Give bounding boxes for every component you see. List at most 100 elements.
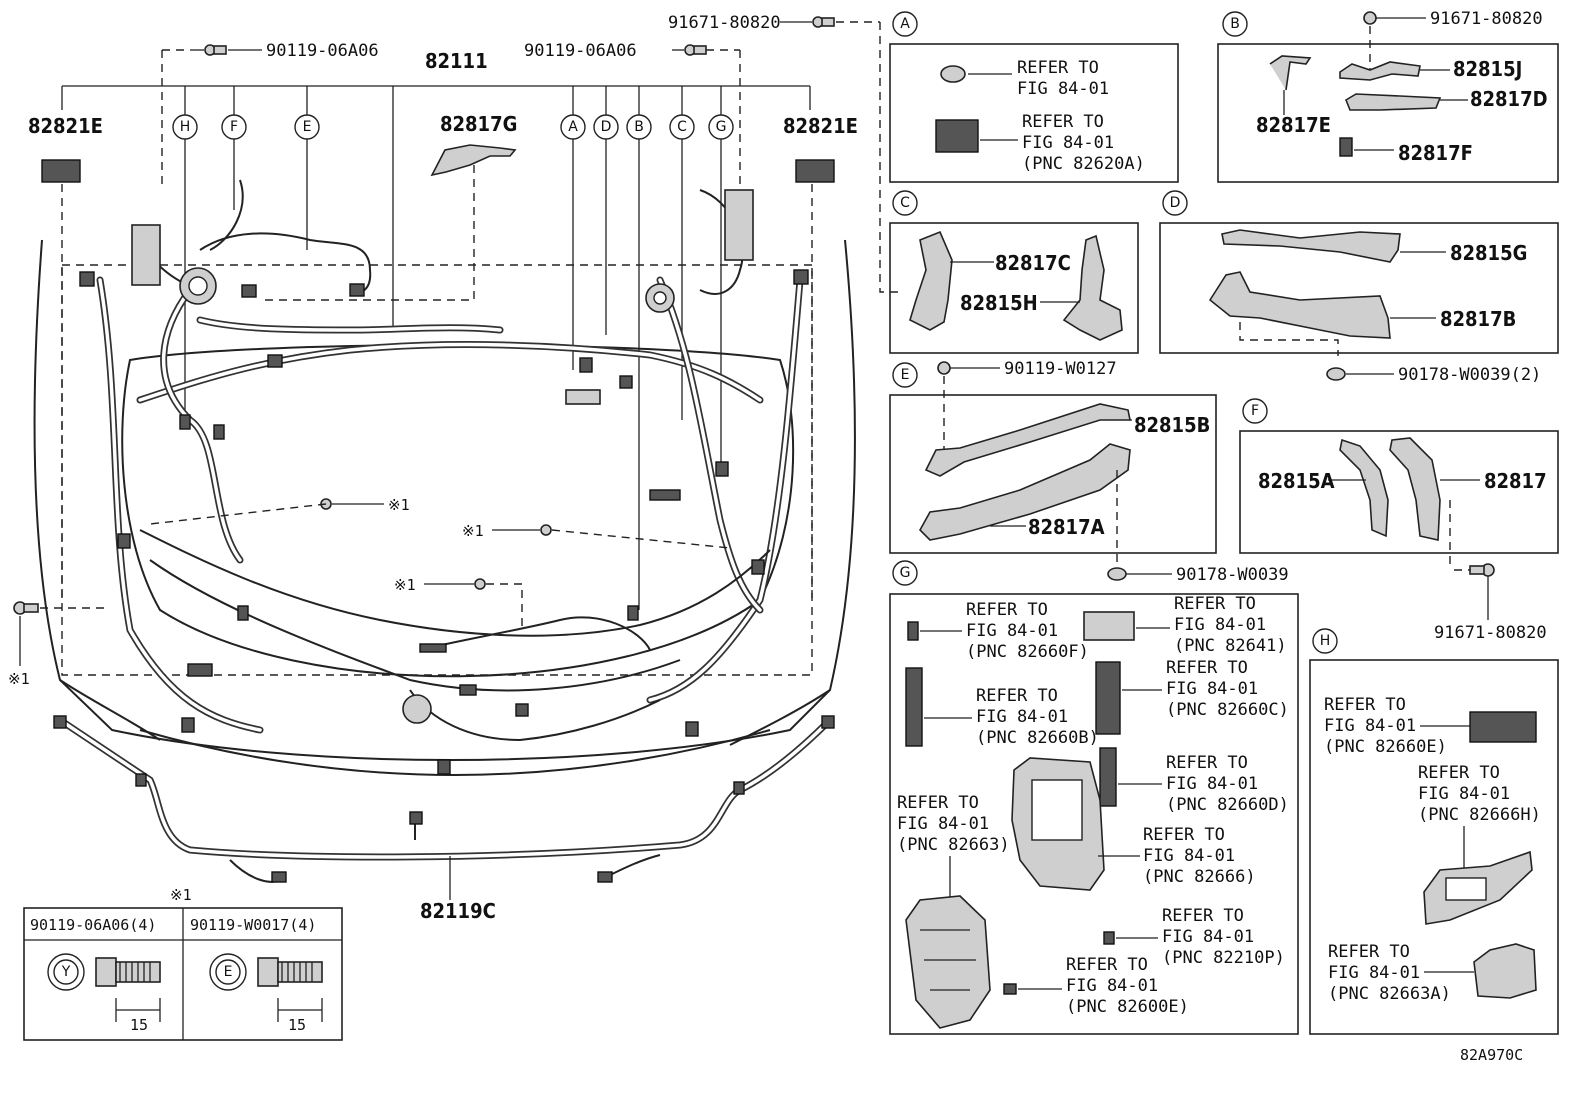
left-fuse-assembly	[131, 224, 217, 305]
figure-code: 82A970C	[1460, 1046, 1523, 1064]
svg-text:REFER TO: REFER TO	[1022, 112, 1104, 132]
svg-text:G: G	[900, 565, 911, 581]
callouts-right: A D B C G	[560, 86, 734, 610]
svg-text:B: B	[634, 119, 644, 135]
svg-text:C: C	[677, 119, 687, 135]
svg-text:82815J: 82815J	[1453, 57, 1522, 81]
table-col2-header: 90119-W0017(4)	[190, 916, 316, 934]
svg-text:82815H: 82815H	[960, 291, 1038, 315]
svg-text:REFER TO: REFER TO	[1017, 58, 1099, 78]
svg-text:90178-W0039(2): 90178-W0039(2)	[1398, 365, 1541, 385]
svg-text:(PNC 82666H): (PNC 82666H)	[1418, 805, 1541, 825]
body-outline	[33, 239, 856, 761]
svg-text:82817D: 82817D	[1470, 87, 1548, 111]
svg-text:REFER TO: REFER TO	[976, 686, 1058, 706]
svg-text:REFER TO: REFER TO	[966, 600, 1048, 620]
svg-text:91671-80820: 91671-80820	[1430, 9, 1543, 29]
svg-text:A: A	[900, 16, 910, 32]
svg-text:REFER TO: REFER TO	[1066, 955, 1148, 975]
panel-A: A REFER TO FIG 84-01 REFER TO FIG 84-01 …	[889, 11, 1179, 183]
svg-text:E: E	[901, 367, 910, 383]
fastener-label: 90119-06A06	[266, 41, 379, 61]
svg-text:82817A: 82817A	[1028, 515, 1105, 539]
bolt-e: E 15	[209, 953, 323, 1034]
svg-text:15: 15	[288, 1016, 306, 1034]
harness-front-label: 82119C	[420, 899, 496, 923]
svg-text:FIG 84-01: FIG 84-01	[897, 814, 989, 834]
svg-text:(PNC 82663A): (PNC 82663A)	[1328, 984, 1451, 1004]
svg-text:82817E: 82817E	[1256, 113, 1331, 137]
svg-text:(PNC 82660E): (PNC 82660E)	[1324, 737, 1447, 757]
svg-text:FIG 84-01: FIG 84-01	[1066, 976, 1158, 996]
svg-text:91671-80820: 91671-80820	[1434, 623, 1547, 643]
svg-text:FIG 84-01: FIG 84-01	[1328, 963, 1420, 983]
svg-text:90178-W0039: 90178-W0039	[1176, 565, 1289, 585]
front-harness-82119C: 82119C	[53, 715, 835, 923]
clip-left-icon	[41, 159, 81, 183]
svg-text:REFER TO: REFER TO	[1418, 763, 1500, 783]
table-col1-header: 90119-06A06(4)	[30, 916, 156, 934]
panel-D: D 82815G 82817B 90178-W0039(2)	[1159, 190, 1559, 385]
svg-text:15: 15	[130, 1016, 148, 1034]
svg-text:Y: Y	[61, 964, 71, 980]
svg-text:REFER TO: REFER TO	[1324, 695, 1406, 715]
svg-text:B: B	[1230, 16, 1240, 32]
bolt-mark-3: ※1	[394, 576, 523, 630]
svg-text:E: E	[224, 964, 233, 980]
harness-main-label: 82111	[425, 49, 488, 73]
svg-text:(PNC 82660F): (PNC 82660F)	[966, 642, 1089, 662]
svg-text:※1: ※1	[8, 670, 30, 688]
svg-text:(PNC 82660B): (PNC 82660B)	[976, 728, 1099, 748]
svg-text:82817B: 82817B	[1440, 307, 1516, 331]
svg-text:※1: ※1	[462, 522, 484, 540]
table-note-marker: ※1	[170, 886, 192, 904]
svg-text:A: A	[568, 119, 578, 135]
bolt-left-side: ※1	[8, 601, 110, 688]
svg-text:82815G: 82815G	[1450, 241, 1527, 265]
svg-text:FIG 84-01: FIG 84-01	[1162, 927, 1254, 947]
clip-right-label: 82821E	[783, 114, 858, 138]
main-harness-view: 91671-80820 90119-06A06 90119-06A06 8211…	[8, 13, 900, 923]
svg-text:(PNC 82666): (PNC 82666)	[1143, 867, 1256, 887]
svg-text:FIG 84-01: FIG 84-01	[1174, 615, 1266, 635]
svg-text:※1: ※1	[388, 496, 410, 514]
protector-label: 82817G	[440, 112, 517, 136]
svg-text:82815B: 82815B	[1134, 413, 1210, 437]
svg-text:F: F	[1251, 403, 1259, 419]
panel-G: G REFER TO FIG 84-01 (PNC 82660F) REFER …	[889, 560, 1299, 1035]
svg-text:(PNC 82663): (PNC 82663)	[897, 835, 1010, 855]
svg-text:FIG 84-01: FIG 84-01	[1418, 784, 1510, 804]
svg-text:E: E	[303, 119, 312, 135]
panel-C: C 82817C 82815H	[889, 190, 1139, 354]
svg-text:FIG 84-01: FIG 84-01	[976, 707, 1068, 727]
svg-text:H: H	[1320, 633, 1331, 649]
svg-text:D: D	[601, 119, 612, 135]
svg-text:(PNC 82660D): (PNC 82660D)	[1166, 795, 1289, 815]
fastener-label: 91671-80820	[668, 13, 781, 33]
svg-text:(PNC 82641): (PNC 82641)	[1174, 636, 1287, 656]
svg-text:※1: ※1	[394, 576, 416, 594]
clip-left-label: 82821E	[28, 114, 103, 138]
svg-text:(PNC 82660C): (PNC 82660C)	[1166, 700, 1289, 720]
svg-text:D: D	[1170, 195, 1181, 211]
bolt-mark-2: ※1	[462, 522, 731, 549]
bolt-mark-1: ※1	[149, 496, 410, 525]
protector-82817G-icon	[430, 144, 517, 177]
bolt-table: ※1 90119-06A06(4) 90119-W0017(4) Y 15 E …	[23, 886, 343, 1041]
svg-text:(PNC 82210P): (PNC 82210P)	[1162, 948, 1285, 968]
svg-text:G: G	[716, 119, 727, 135]
svg-text:C: C	[900, 195, 910, 211]
right-grommet	[645, 189, 754, 313]
fastener-top-mid: 90119-06A06	[524, 41, 740, 61]
svg-text:FIG 84-01: FIG 84-01	[966, 621, 1058, 641]
svg-text:FIG 84-01: FIG 84-01	[1166, 774, 1258, 794]
svg-text:FIG 84-01: FIG 84-01	[1166, 679, 1258, 699]
svg-text:REFER TO: REFER TO	[1162, 906, 1244, 926]
svg-text:82815A: 82815A	[1258, 469, 1335, 493]
fastener-label: 90119-06A06	[524, 41, 637, 61]
connectors	[79, 269, 809, 775]
svg-text:82817: 82817	[1484, 469, 1547, 493]
svg-text:FIG 84-01: FIG 84-01	[1017, 79, 1109, 99]
svg-text:FIG 84-01: FIG 84-01	[1022, 133, 1114, 153]
clip-right-icon	[795, 159, 835, 183]
